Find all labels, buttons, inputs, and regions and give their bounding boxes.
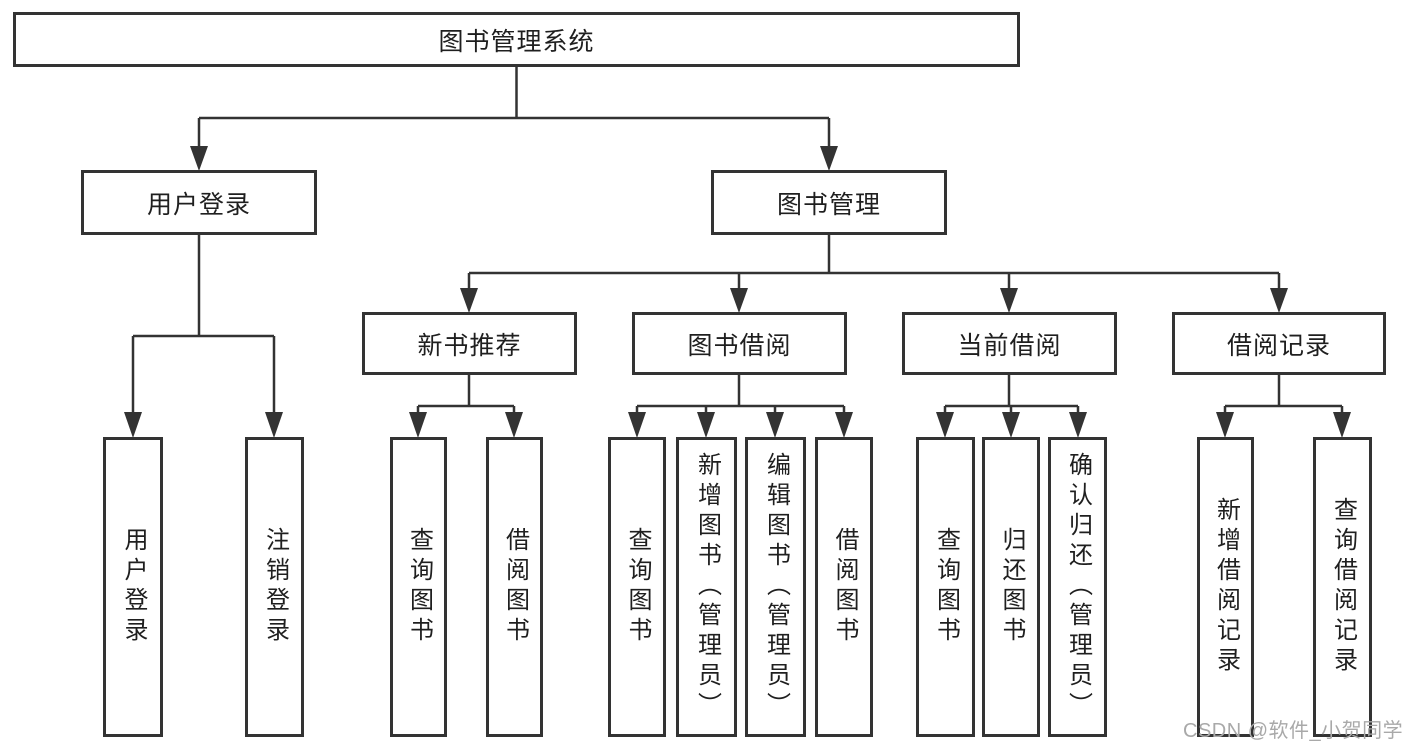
leaf-query-books-recommend-label: 查询图书	[405, 527, 433, 647]
node-current-borrowing-label: 当前借阅	[957, 331, 1062, 360]
connector-book-management-to-level3	[460, 235, 1288, 313]
leaf-query-books-borrowing: 查询图书	[608, 437, 666, 737]
leaf-user-login: 用户登录	[103, 437, 163, 737]
leaf-logout: 注销登录	[245, 437, 304, 737]
leaf-query-books-current-label: 查询图书	[932, 527, 960, 647]
node-user-login-label: 用户登录	[146, 190, 251, 219]
connector-new-book-recommend-to-leaves	[409, 375, 523, 438]
node-book-borrowing: 图书借阅	[632, 312, 847, 375]
leaf-user-login-label: 用户登录	[120, 527, 147, 647]
leaf-borrow-books-borrowing-label: 借阅图书	[831, 527, 858, 647]
node-user-login: 用户登录	[81, 170, 317, 235]
leaf-return-book-label: 归还图书	[998, 527, 1025, 647]
leaf-add-borrow-record-label: 新增借阅记录	[1212, 497, 1240, 677]
leaf-borrow-books-recommend-label: 借阅图书	[501, 527, 529, 647]
leaf-add-borrow-record: 新增借阅记录	[1197, 437, 1254, 737]
node-current-borrowing: 当前借阅	[902, 312, 1117, 375]
leaf-query-books-current: 查询图书	[916, 437, 975, 737]
connector-user-login-to-leaves	[124, 235, 283, 438]
connector-book-borrowing-to-leaves	[628, 375, 853, 438]
node-borrowing-records: 借阅记录	[1172, 312, 1386, 375]
leaf-query-books-borrowing-label: 查询图书	[624, 527, 651, 647]
leaf-confirm-return-admin: 确认归还（管理员）	[1048, 437, 1107, 737]
leaf-borrow-books-borrowing: 借阅图书	[815, 437, 873, 737]
node-book-borrowing-label: 图书借阅	[687, 331, 792, 360]
node-root-library-system: 图书管理系统	[13, 12, 1020, 67]
csdn-watermark: CSDN @软件_小贺同学	[1183, 720, 1404, 742]
leaf-add-book-admin: 新增图书（管理员）	[676, 437, 737, 737]
node-book-management: 图书管理	[711, 170, 947, 235]
leaf-confirm-return-admin-label: 确认归还（管理员）	[1064, 452, 1092, 722]
leaf-query-borrow-record-label: 查询借阅记录	[1329, 497, 1357, 677]
node-borrowing-records-label: 借阅记录	[1226, 331, 1331, 360]
connector-current-borrowing-to-leaves	[936, 375, 1087, 438]
node-new-book-recommend-label: 新书推荐	[417, 331, 522, 360]
node-root-label: 图书管理系统	[438, 27, 595, 56]
leaf-add-book-admin-label: 新增图书（管理员）	[693, 452, 721, 722]
node-book-management-label: 图书管理	[776, 190, 881, 219]
leaf-query-borrow-record: 查询借阅记录	[1313, 437, 1372, 737]
leaf-query-books-recommend: 查询图书	[390, 437, 447, 737]
leaf-edit-book-admin: 编辑图书（管理员）	[745, 437, 806, 737]
leaf-borrow-books-recommend: 借阅图书	[486, 437, 543, 737]
connector-borrowing-records-to-leaves	[1216, 375, 1351, 438]
connector-root-to-level2	[190, 67, 838, 171]
leaf-logout-label: 注销登录	[261, 527, 289, 647]
leaf-edit-book-admin-label: 编辑图书（管理员）	[762, 452, 790, 722]
leaf-return-book: 归还图书	[982, 437, 1040, 737]
node-new-book-recommend: 新书推荐	[362, 312, 577, 375]
